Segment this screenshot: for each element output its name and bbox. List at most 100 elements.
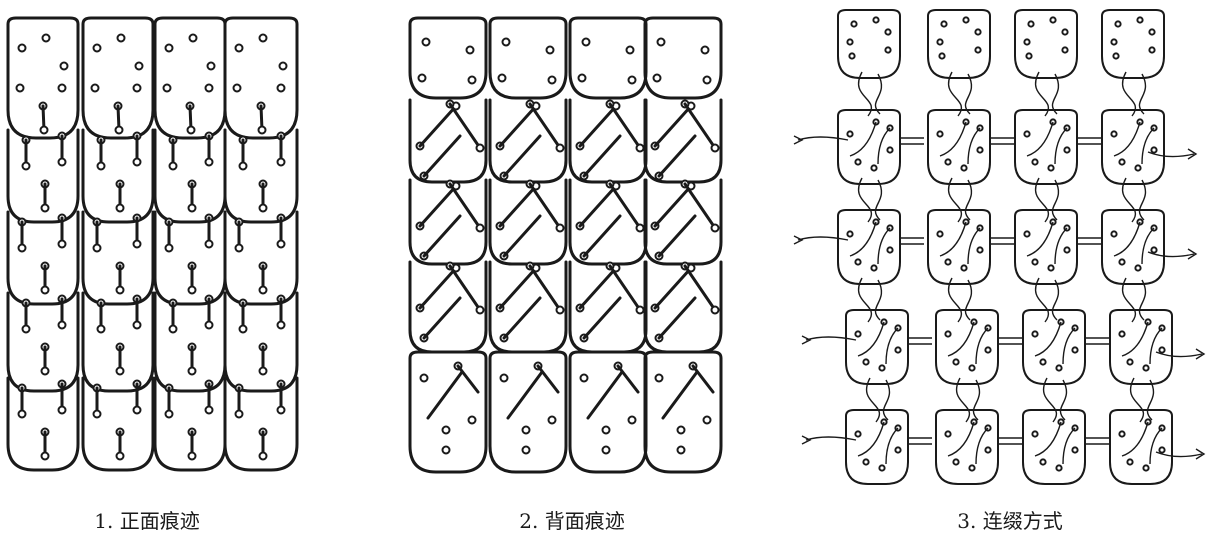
armor-plate <box>837 9 901 79</box>
hole-mark <box>710 223 720 233</box>
hole-mark <box>132 239 142 249</box>
lace-cord <box>947 421 975 457</box>
lace-trace <box>426 370 464 420</box>
hole-mark <box>1148 46 1156 54</box>
lace-trace <box>578 266 618 310</box>
lace-trace <box>422 214 462 258</box>
hole-mark <box>168 161 178 171</box>
lace-trace <box>683 102 717 150</box>
hole-mark <box>846 38 854 46</box>
hole-mark <box>92 243 102 253</box>
lace-trace <box>582 296 622 340</box>
hole-mark <box>1136 16 1144 24</box>
lace-trace <box>661 370 699 420</box>
hole-mark <box>974 46 982 54</box>
lace-cord <box>857 421 885 457</box>
hole-mark <box>936 38 944 46</box>
hole-mark <box>96 324 106 334</box>
hole-mark <box>700 45 710 55</box>
hole-mark <box>545 45 555 55</box>
lace-arrow-in <box>805 436 857 441</box>
lace-trace <box>418 104 458 148</box>
lace-trace <box>506 370 544 420</box>
hole-mark <box>258 366 268 376</box>
lace-cord <box>1121 421 1149 457</box>
hole-mark <box>1055 364 1063 372</box>
hole-mark <box>1118 258 1126 266</box>
lace-cord <box>947 277 963 323</box>
lace-trace <box>418 184 458 228</box>
armor-plate <box>6 291 80 393</box>
lace-cord <box>1054 227 1068 265</box>
hole-mark <box>234 243 244 253</box>
hole-mark <box>976 246 984 254</box>
hole-mark <box>854 158 862 166</box>
armor-plate <box>845 309 909 385</box>
hole-mark <box>114 125 124 135</box>
hole-mark <box>419 373 429 383</box>
caption-back-traces: 2. 背面痕迹 <box>519 509 625 533</box>
hole-mark <box>187 366 197 376</box>
lace-cord <box>1138 179 1147 221</box>
armor-plate <box>1101 9 1165 79</box>
hole-mark <box>1023 38 1031 46</box>
lace-cord <box>1042 377 1058 423</box>
lace-trace <box>528 264 562 312</box>
lace-cord <box>955 377 971 423</box>
hole-mark <box>238 324 248 334</box>
lace-cord <box>975 427 989 465</box>
lace-cord <box>1121 177 1137 223</box>
armor-plate <box>488 350 568 474</box>
hole-mark <box>17 43 27 53</box>
arrow-head-icon <box>1195 348 1206 360</box>
hole-mark <box>1118 330 1126 338</box>
hole-mark <box>702 415 712 425</box>
hole-mark <box>702 75 712 85</box>
hole-mark <box>115 203 125 213</box>
armor-plate <box>1022 409 1086 485</box>
hole-mark <box>421 37 431 47</box>
hole-mark <box>601 425 611 435</box>
hole-mark <box>57 239 67 249</box>
lace-cord <box>1121 321 1149 357</box>
lace-cord <box>972 379 981 421</box>
lace-cord <box>849 121 877 157</box>
hole-mark <box>21 161 31 171</box>
lace-cord <box>874 279 883 321</box>
armor-plate <box>1109 309 1173 385</box>
lace-trace <box>536 364 560 394</box>
lace-trace <box>418 266 458 310</box>
hole-mark <box>475 305 485 315</box>
hole-mark <box>854 258 862 266</box>
hole-mark <box>846 230 854 238</box>
arrow-head-icon <box>1187 248 1198 260</box>
hole-mark <box>1118 430 1126 438</box>
lace-trace <box>683 264 717 312</box>
armor-plate <box>935 409 999 485</box>
hole-mark <box>944 258 952 266</box>
hole-mark <box>57 83 67 93</box>
hole-mark <box>1023 230 1031 238</box>
hole-mark <box>92 409 102 419</box>
lace-cord <box>964 73 973 115</box>
armor-plate <box>153 210 227 306</box>
lace-trace <box>448 182 482 230</box>
lace-trace <box>608 264 642 312</box>
hole-mark <box>475 143 485 153</box>
lace-trace <box>657 214 697 258</box>
lace-cord <box>1121 71 1137 117</box>
hole-mark <box>962 16 970 24</box>
lace-cord <box>857 277 873 323</box>
hole-mark <box>204 320 214 330</box>
hole-mark <box>238 161 248 171</box>
hole-mark <box>854 430 862 438</box>
hole-mark <box>1031 158 1039 166</box>
armor-plate <box>81 291 155 393</box>
hole-mark <box>206 61 216 71</box>
lace-trace <box>608 102 642 150</box>
hole-mark <box>132 157 142 167</box>
armor-plate <box>81 376 155 472</box>
lace-cord <box>1034 71 1050 117</box>
lace-trace <box>582 214 622 258</box>
lace-cord <box>1138 279 1147 321</box>
